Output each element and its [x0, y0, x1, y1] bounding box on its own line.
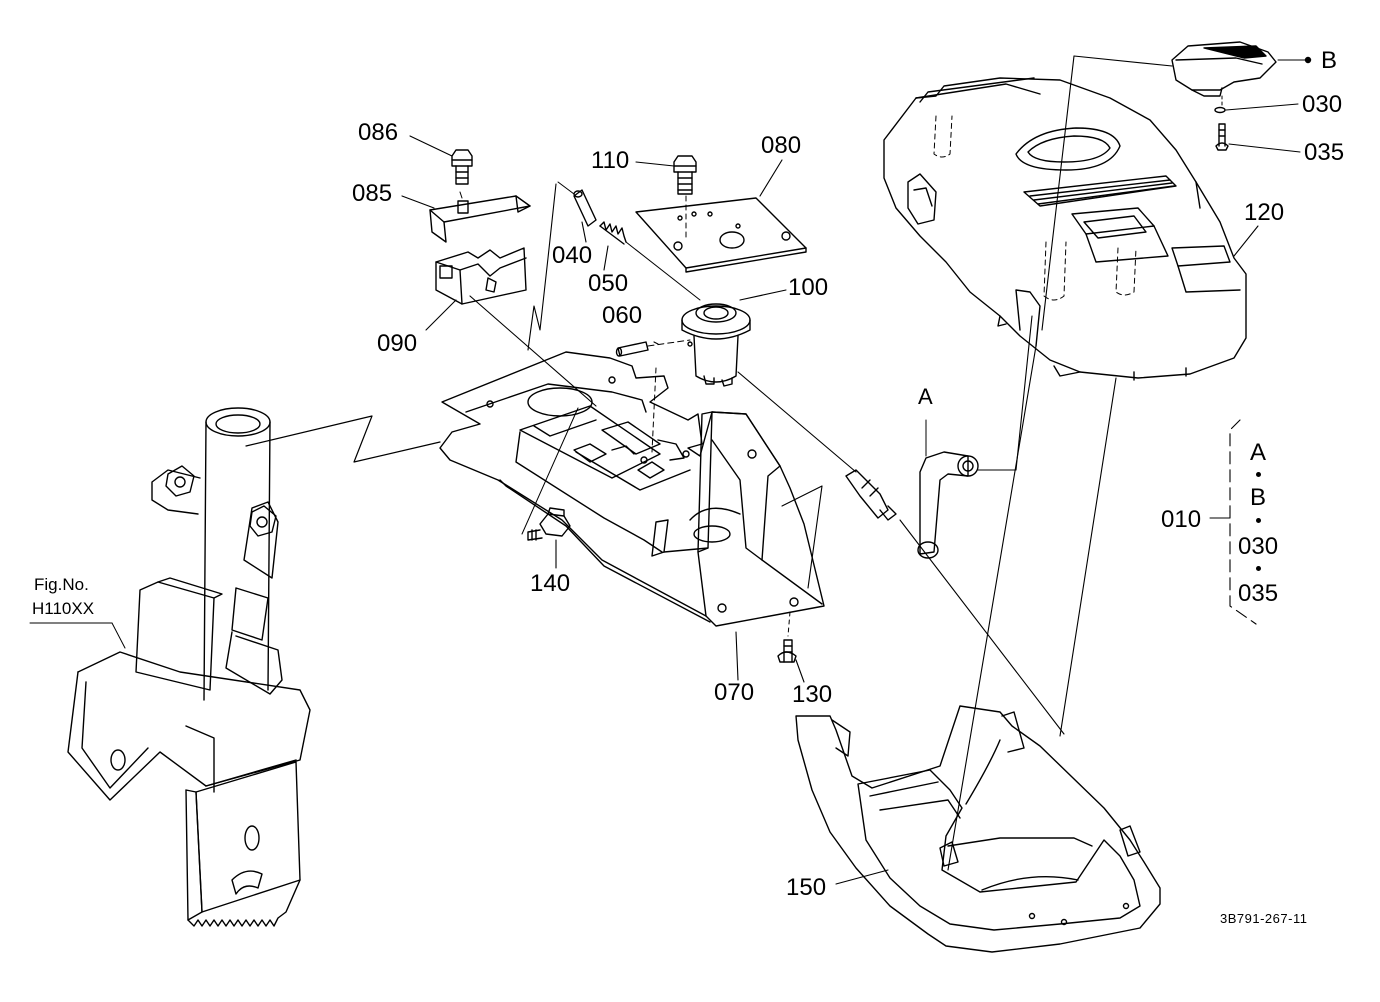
- kit-bracket: [1209, 419, 1257, 625]
- callout-080: 080: [761, 132, 802, 159]
- callout-035: 035: [1304, 139, 1345, 166]
- knob-b: [1171, 41, 1312, 97]
- callout-010: 010: [1161, 506, 1202, 533]
- kit-item-035: 035: [1238, 580, 1279, 607]
- callout-086: 086: [358, 119, 399, 146]
- callout-130: 130: [792, 681, 833, 708]
- kit-separator-dot: [1256, 518, 1261, 523]
- kit-item-a: A: [1250, 439, 1267, 466]
- bushing-100: [681, 303, 857, 473]
- callout-090: 090: [377, 330, 418, 357]
- callout-ref-a: A: [918, 384, 933, 409]
- cover-plate-assembly: [635, 155, 807, 273]
- callout-100: 100: [788, 274, 829, 301]
- kit-separator-dot: [1256, 566, 1261, 571]
- kit-item-b: B: [1250, 484, 1267, 511]
- callout-050: 050: [588, 270, 629, 297]
- callout-060: 060: [602, 302, 643, 329]
- screw-130: [777, 611, 797, 663]
- callout-140: 140: [530, 570, 571, 597]
- figure-ref-number: H110XX: [32, 599, 95, 618]
- base-frame-070: [439, 351, 825, 627]
- lever-rod: [845, 315, 1033, 559]
- clip-assembly: [429, 149, 597, 407]
- bolt-140: [527, 507, 571, 541]
- upper-cover-120: [883, 55, 1247, 381]
- callout-110: 110: [591, 147, 630, 174]
- lower-cover-150: [795, 345, 1161, 953]
- washer-screw: [1214, 95, 1301, 153]
- document-code: 3B791-267-11: [1220, 911, 1308, 926]
- callout-150: 150: [786, 874, 827, 901]
- callout-070: 070: [714, 679, 755, 706]
- figure-ref-label: Fig.No.: [34, 575, 89, 594]
- callout-120: 120: [1244, 199, 1285, 226]
- steering-column: [29, 407, 441, 927]
- callout-ref-b: B: [1321, 47, 1338, 74]
- callout-085: 085: [352, 180, 393, 207]
- callout-030: 030: [1302, 91, 1343, 118]
- callout-040: 040: [552, 242, 593, 269]
- kit-item-030: 030: [1238, 533, 1279, 560]
- kit-separator-dot: [1256, 472, 1261, 477]
- callout-leaders: [401, 135, 1259, 885]
- pins-springs: [527, 181, 701, 357]
